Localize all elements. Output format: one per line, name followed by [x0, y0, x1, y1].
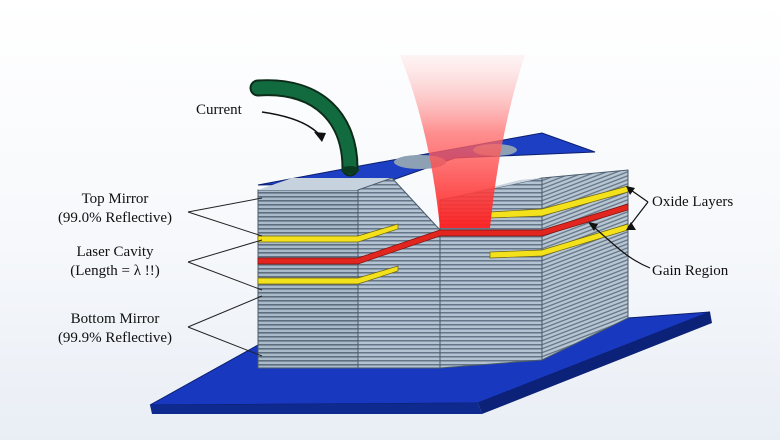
- laser-beam: [400, 55, 525, 228]
- label-current: Current: [196, 102, 242, 118]
- label-laser-cavity-line1: Laser Cavity: [76, 244, 154, 260]
- label-laser-cavity-line2: (Length = λ !!): [70, 263, 160, 279]
- label-top-mirror: Top Mirror (99.0% Reflective): [40, 190, 190, 228]
- label-bottom-mirror: Bottom Mirror (99.9% Reflective): [40, 310, 190, 348]
- left-mirror-stack: [257, 177, 441, 369]
- gain-region-layer: [257, 203, 629, 265]
- label-gain-region: Gain Region: [652, 263, 729, 279]
- oxide-layers: [257, 185, 629, 285]
- label-bottom-mirror-line2: (99.9% Reflective): [57, 330, 173, 346]
- right-arrowheads: [588, 186, 636, 231]
- label-oxide-layers: Oxide Layers: [652, 194, 734, 210]
- label-bottom-mirror-line1: Bottom Mirror: [70, 311, 160, 327]
- left-leader-lines: [187, 197, 263, 357]
- current-wire: [249, 79, 359, 177]
- label-top-mirror-line2: (99.0% Reflective): [57, 210, 173, 226]
- current-arrow: [261, 111, 326, 142]
- label-top-mirror-line1: Top Mirror: [81, 191, 149, 207]
- label-laser-cavity: Laser Cavity (Length = λ !!): [40, 243, 190, 281]
